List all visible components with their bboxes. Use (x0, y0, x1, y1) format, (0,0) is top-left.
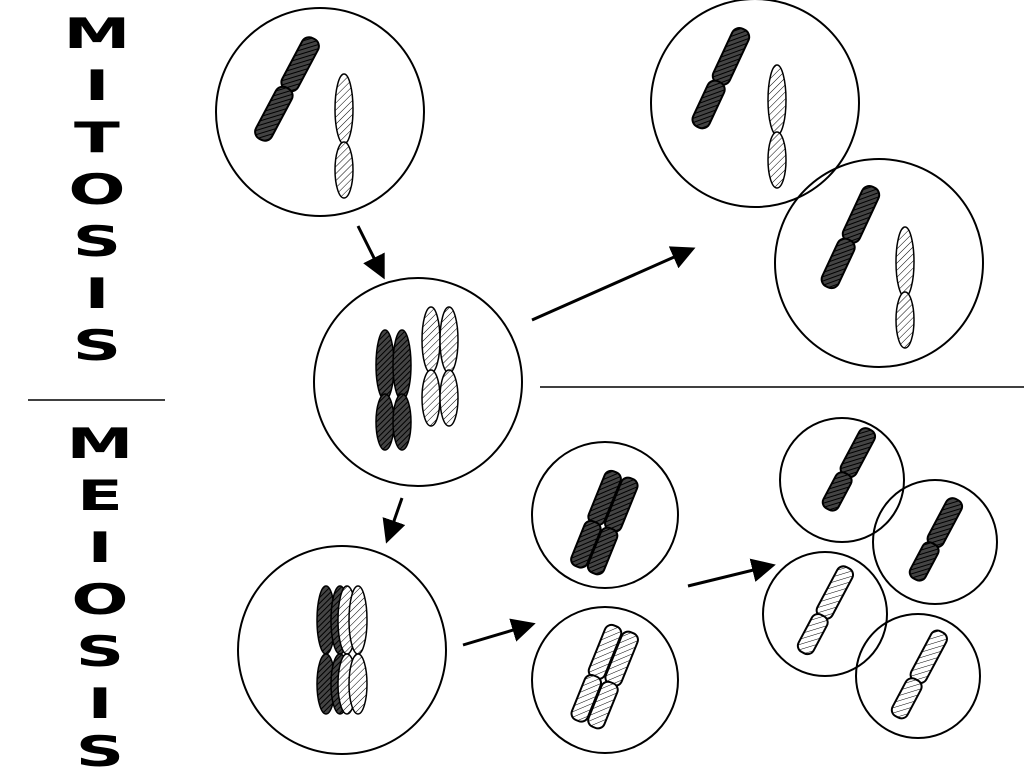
chromosome-light (895, 226, 915, 349)
mitosis-letter: T (74, 114, 120, 163)
chromosome-dark (254, 36, 320, 142)
chromosome-dark (691, 27, 751, 130)
parent-cell (215, 7, 425, 217)
mitosis-letter: O (68, 166, 125, 215)
replicated-cell (313, 277, 523, 487)
mitosis-letter: I (84, 270, 109, 319)
chromosome-light (890, 629, 948, 720)
mitosis-letter: S (73, 322, 121, 371)
sister-chromatids-light (421, 306, 459, 427)
meiosis-letter: I (88, 524, 113, 573)
dark-chromatids (570, 469, 639, 576)
synapsis-cell (237, 545, 447, 755)
meiosis-letter: I (88, 680, 113, 729)
meiosis-letter: S (76, 728, 124, 768)
arrow-meiosis-start (382, 497, 406, 544)
gamete-cell-2 (872, 479, 998, 605)
mitosis-daughter-cell-2 (774, 158, 984, 368)
arrow-mitosis (531, 246, 696, 322)
meiosis-letter: S (76, 628, 124, 677)
mitosis-title: M I T O S I S (64, 10, 131, 371)
gamete-cell-1 (779, 417, 905, 543)
meiosis-1-cell-bottom (531, 606, 679, 754)
gamete-cell-4 (855, 613, 981, 739)
mitosis-letter: I (84, 62, 109, 111)
gamete-cell-3 (762, 551, 888, 677)
meiosis-letter: O (71, 576, 128, 625)
chromosome-light (796, 565, 855, 656)
chromosome-dark (908, 497, 964, 582)
meiosis-letter: E (77, 472, 123, 521)
light-chromatids (570, 623, 639, 730)
mitosis-letter: M (64, 10, 131, 59)
mitosis-daughter-cell-1 (650, 0, 860, 208)
chromosome-dark (821, 427, 877, 512)
meiosis-title: M E I O S I S (67, 420, 134, 768)
sister-chromatids-dark (375, 329, 412, 451)
meiosis-letter: M (67, 420, 134, 469)
homologous-pair (316, 585, 368, 715)
mitosis-letter: S (73, 218, 121, 267)
chromosome-light (334, 73, 354, 199)
arrow-replication (356, 225, 385, 280)
chromosome-light (767, 64, 787, 189)
arrow-meiosis-2 (687, 558, 776, 588)
chromosome-dark (820, 185, 881, 290)
arrow-meiosis-1 (462, 618, 536, 647)
meiosis-1-cell-top (531, 441, 679, 589)
